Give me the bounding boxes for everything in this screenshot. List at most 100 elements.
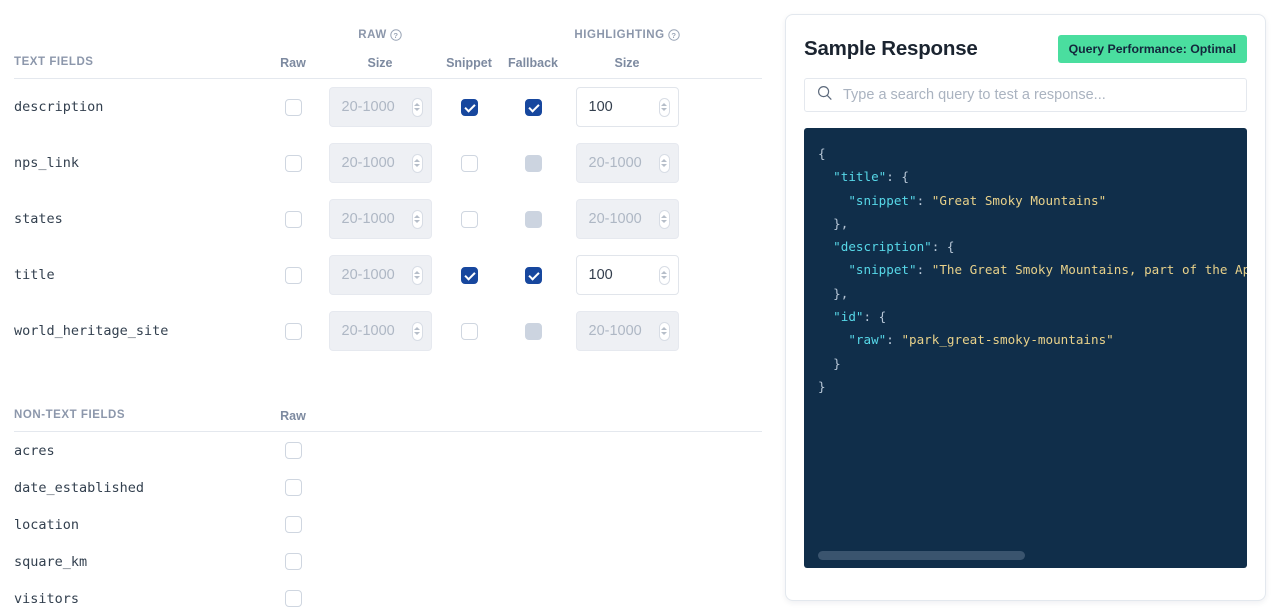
raw-size-input: 20-1000 <box>328 143 432 183</box>
snippet-checkbox[interactable] <box>460 322 478 340</box>
field-name: nps_link <box>14 155 80 171</box>
snippet-checkbox[interactable] <box>460 266 478 284</box>
raw-checkbox[interactable] <box>284 210 302 228</box>
section-label-non-text-fields: NON-TEXT FIELDS <box>14 409 126 421</box>
text-fields-rows: description 20-1000 100 nps_link 20-1000 20-1… <box>0 79 762 359</box>
group-header-highlighting: HIGHLIGHTING ? <box>574 29 680 41</box>
field-name-cell: location <box>0 516 262 534</box>
raw-size-input: 20-1000 <box>328 255 432 295</box>
raw-size-input: 20-1000 <box>328 199 432 239</box>
question-circle-icon[interactable]: ? <box>390 29 402 41</box>
field-name: visitors <box>14 590 80 607</box>
raw-cell <box>262 442 324 459</box>
field-name-cell: acres <box>0 442 262 460</box>
raw-checkbox[interactable] <box>284 442 302 459</box>
number-stepper-icon <box>658 321 670 341</box>
snippet-checkbox[interactable] <box>460 154 478 172</box>
column-header-raw: Raw <box>280 56 306 70</box>
status-badge: Query Performance: Optimal <box>1057 35 1247 63</box>
group-header-row: RAW ? HIGHLIGHTING ? <box>0 0 762 44</box>
field-name: acres <box>14 442 55 459</box>
fallback-checkbox <box>524 322 542 340</box>
field-name: square_km <box>14 553 88 570</box>
field-name: description <box>14 99 104 115</box>
field-name: title <box>14 267 55 283</box>
raw-checkbox[interactable] <box>284 266 302 284</box>
highlight-size-input-value: 100 <box>588 99 613 115</box>
field-name: date_established <box>14 479 145 496</box>
snippet-checkbox[interactable] <box>460 210 478 228</box>
fallback-checkbox[interactable] <box>524 266 542 284</box>
raw-checkbox[interactable] <box>284 154 302 172</box>
highlight-size-input-value: 20-1000 <box>588 211 642 227</box>
raw-checkbox[interactable] <box>284 322 302 340</box>
column-header-raw: Raw <box>280 409 306 423</box>
raw-checkbox[interactable] <box>284 590 302 607</box>
svg-text:?: ? <box>393 31 398 40</box>
raw-size-cell: 20-1000 <box>324 143 436 183</box>
table-row: square_km <box>0 543 762 580</box>
number-stepper-icon <box>411 209 423 229</box>
raw-size-input-value: 20-1000 <box>341 155 395 171</box>
table-row: title 20-1000 100 <box>0 247 762 303</box>
raw-checkbox[interactable] <box>284 553 302 570</box>
table-row: nps_link 20-1000 20-1000 <box>0 135 762 191</box>
fallback-cell <box>502 322 564 340</box>
text-fields-column-header-row: TEXT FIELDS Raw Size Snippet Fallback Si… <box>0 44 762 70</box>
field-name-cell: world_heritage_site <box>0 322 262 340</box>
section-label-text-fields: TEXT FIELDS <box>14 56 94 68</box>
highlight-size-input[interactable]: 100 <box>575 255 679 295</box>
fields-table-panel: RAW ? HIGHLIGHTING ? TEXT FIELDS <box>0 0 770 613</box>
snippet-cell <box>436 322 502 340</box>
table-row: acres <box>0 432 762 469</box>
json-response-code-block[interactable]: { "title": { "snippet": "Great Smoky Mou… <box>804 128 1247 568</box>
number-stepper-icon[interactable] <box>658 265 670 285</box>
number-stepper-icon <box>411 321 423 341</box>
snippet-cell <box>436 266 502 284</box>
raw-checkbox[interactable] <box>284 479 302 496</box>
card-header: Sample Response Query Performance: Optim… <box>804 35 1247 63</box>
highlight-size-cell: 20-1000 <box>564 143 690 183</box>
raw-size-cell: 20-1000 <box>324 311 436 351</box>
highlight-size-cell: 20-1000 <box>564 199 690 239</box>
number-stepper-icon <box>411 153 423 173</box>
divider <box>14 78 762 79</box>
raw-size-cell: 20-1000 <box>324 199 436 239</box>
raw-size-input-value: 20-1000 <box>341 323 395 339</box>
highlight-size-input-value: 20-1000 <box>588 155 642 171</box>
column-header-highlight-size: Size <box>614 56 640 70</box>
raw-cell <box>262 154 324 172</box>
non-text-fields-column-header-row: NON-TEXT FIELDS Raw <box>0 397 762 423</box>
column-header-fallback: Fallback <box>507 56 559 70</box>
highlight-size-input: 20-1000 <box>575 199 679 239</box>
highlight-size-input[interactable]: 100 <box>575 87 679 127</box>
field-name-cell: square_km <box>0 553 262 571</box>
group-header-highlighting-label: HIGHLIGHTING <box>574 29 665 41</box>
horizontal-scrollbar[interactable] <box>818 551 1236 560</box>
scrollbar-thumb[interactable] <box>818 551 1025 560</box>
fallback-checkbox <box>524 154 542 172</box>
fallback-cell <box>502 98 564 116</box>
raw-checkbox[interactable] <box>284 516 302 533</box>
fallback-cell <box>502 266 564 284</box>
question-circle-icon[interactable]: ? <box>667 29 680 41</box>
field-name: world_heritage_site <box>14 323 169 339</box>
raw-size-input: 20-1000 <box>328 87 432 127</box>
json-response-text: { "title": { "snippet": "Great Smoky Mou… <box>818 146 1247 394</box>
search-icon <box>817 85 833 106</box>
search-bar[interactable] <box>804 78 1247 112</box>
number-stepper-icon[interactable] <box>658 97 670 117</box>
search-input[interactable] <box>843 87 1234 103</box>
table-row: date_established <box>0 469 762 506</box>
sample-response-panel: Sample Response Query Performance: Optim… <box>785 14 1266 601</box>
highlight-size-cell: 100 <box>564 87 690 127</box>
field-name-cell: title <box>0 266 262 284</box>
snippet-checkbox[interactable] <box>460 98 478 116</box>
fallback-checkbox[interactable] <box>524 98 542 116</box>
group-header-raw-label: RAW <box>358 29 387 41</box>
page-title: Sample Response <box>804 37 978 60</box>
raw-cell <box>262 590 324 607</box>
raw-checkbox[interactable] <box>284 98 302 116</box>
